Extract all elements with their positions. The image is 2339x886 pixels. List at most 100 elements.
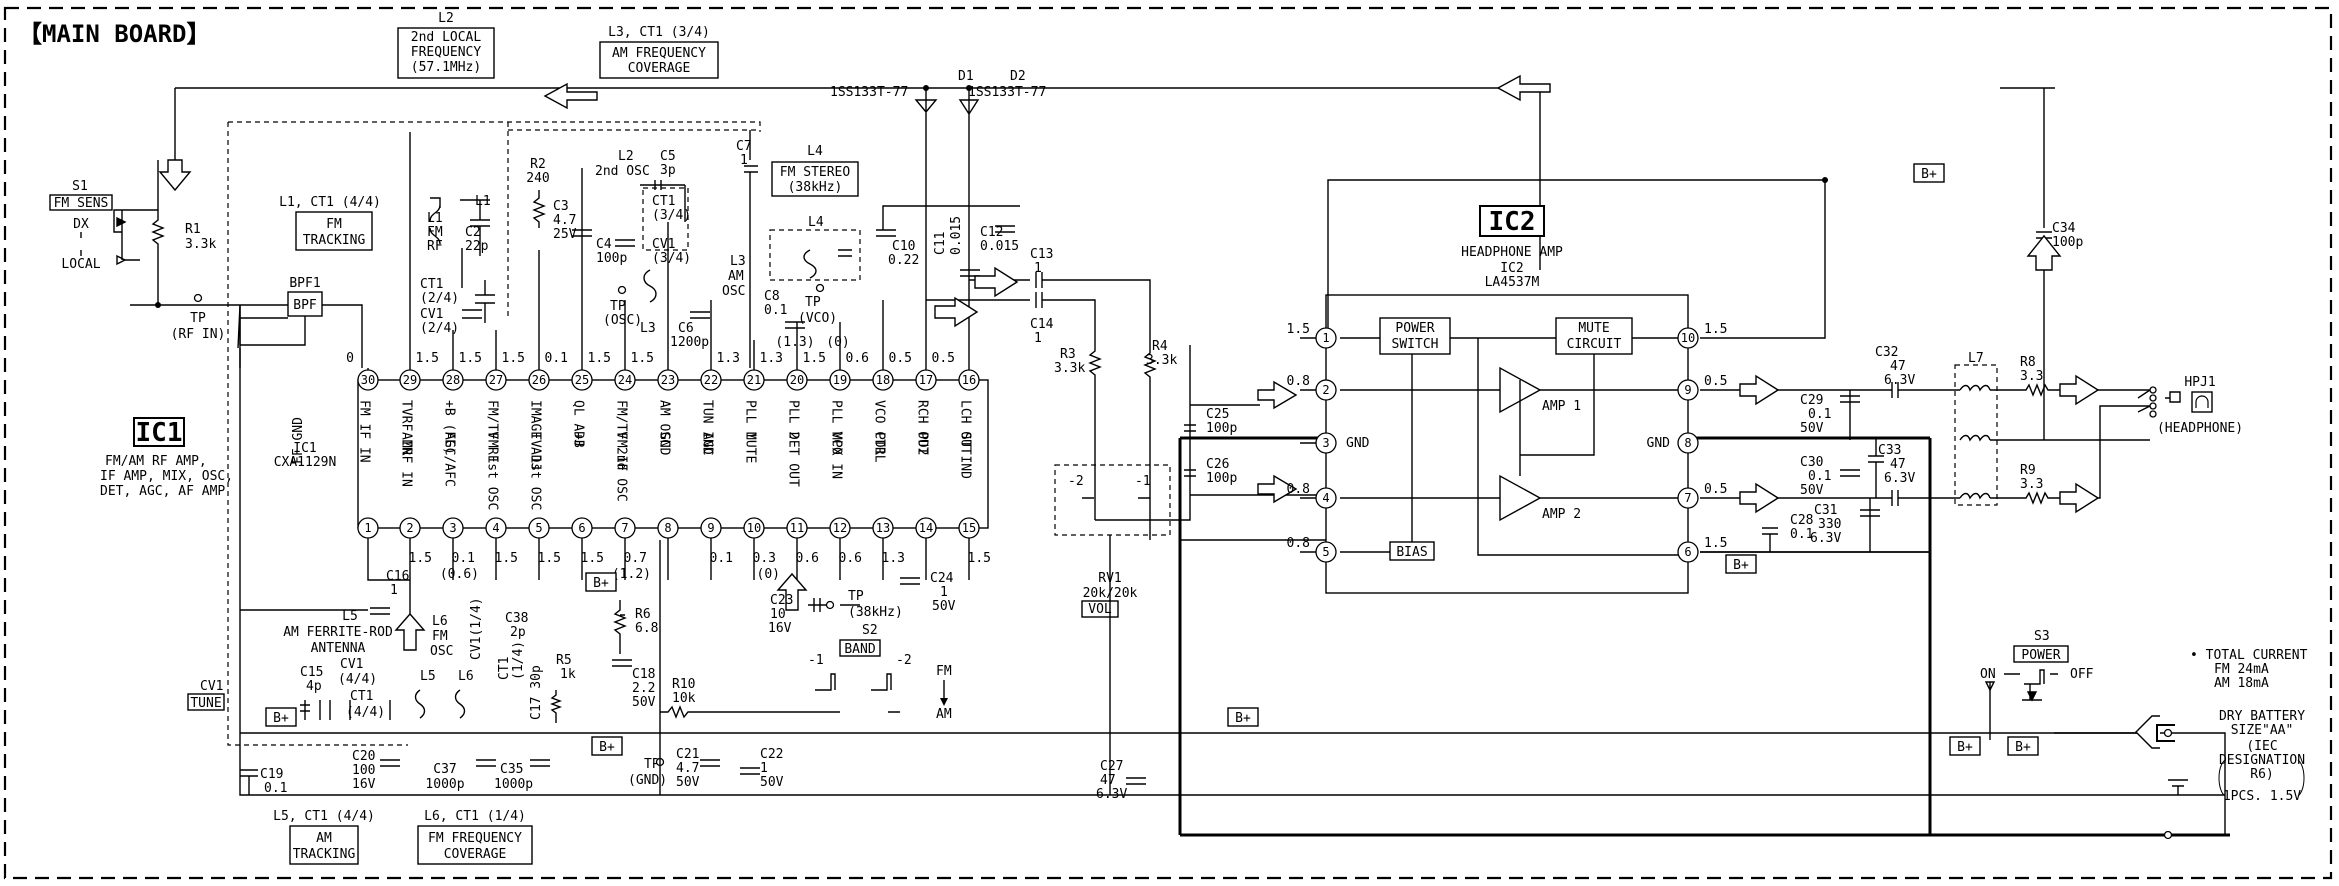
ic2-pin-voltage: GND [1647, 436, 1671, 451]
svg-text:50V: 50V [1800, 483, 1824, 498]
svg-text:OFF: OFF [2070, 667, 2094, 682]
ic1-pin-voltage: 0.6 [839, 551, 862, 566]
bplus-marker [2007, 736, 2039, 756]
svg-text:TP: TP [805, 295, 821, 310]
svg-text:C24: C24 [930, 571, 954, 586]
bplus-label: B+ [599, 740, 615, 755]
svg-text:0.1: 0.1 [764, 303, 787, 318]
svg-text:6.8: 6.8 [635, 621, 658, 636]
svg-text:1: 1 [760, 761, 768, 776]
l5-label-box: L5, CT1 (4/4) AM TRACKING [273, 809, 375, 865]
ic1-pin-17 [915, 369, 937, 391]
svg-text:AMP 2: AMP 2 [1542, 507, 1581, 522]
svg-text:C19: C19 [260, 767, 283, 782]
ic1-pin-name: MPX IN [829, 432, 844, 479]
ic2-pin-voltage: 1.5 [1704, 536, 1727, 551]
svg-text:C7: C7 [736, 139, 752, 154]
ic1-pin-voltage: 0 [346, 351, 354, 366]
svg-text:L6: L6 [458, 669, 474, 684]
svg-text:3.3k: 3.3k [1146, 353, 1177, 368]
svg-text:L7: L7 [1968, 351, 1984, 366]
ic1-top-components: L1 FM RF L1 C2 22p CT1 (2/4) CV1 (2/4) R… [409, 69, 1046, 368]
svg-text:1200p: 1200p [670, 335, 709, 350]
svg-text:22p: 22p [465, 239, 489, 254]
svg-text:(OSC): (OSC) [603, 313, 642, 328]
ic1-pin-number: 22 [704, 373, 718, 387]
svg-text:COVERAGE: COVERAGE [628, 61, 691, 76]
ic1-pin-voltage: 1.3 [882, 551, 905, 566]
ic1-pin-name: AMRF IN [399, 432, 414, 487]
svg-text:L5: L5 [420, 669, 436, 684]
svg-text:POWER: POWER [1395, 321, 1434, 336]
ic1-pin-29 [399, 369, 421, 391]
ic2-pin-number: 3 [1322, 436, 1329, 450]
r1-resistor: R1 3.3k TP (RF IN) [130, 200, 290, 342]
ic1-pin-number: 11 [790, 521, 804, 535]
l1-label-box: L1, CT1 (4/4) FM TRACKING [279, 195, 381, 251]
svg-text:4p: 4p [306, 679, 322, 694]
ic1-pin-voltage: 0.1 [710, 551, 733, 566]
ic1-pin-12 [829, 517, 851, 539]
svg-text:AM FREQUENCY: AM FREQUENCY [612, 46, 706, 61]
bplus-marker [1949, 736, 1981, 756]
ic2-chip: IC2 HEADPHONE AMP IC2 LA4537M POWER SWIT… [1325, 177, 1828, 594]
svg-text:IC2: IC2 [1489, 207, 1536, 237]
svg-text:TP: TP [610, 299, 626, 314]
ic1-pin-name: AGC [700, 432, 715, 455]
svg-text:100p: 100p [1206, 471, 1237, 486]
ic1-pin-name: FM IF IN [357, 400, 372, 463]
ic1-pin-voltage: 1.5 [538, 551, 561, 566]
svg-text:HPJ1: HPJ1 [2184, 375, 2215, 390]
ic1-pin-name: +B [571, 432, 586, 448]
ic2-pin-6 [1677, 541, 1699, 563]
ic1-pin-name: QL ADJ [571, 400, 586, 447]
ic2-pin-4 [1315, 487, 1337, 509]
svg-text:S2: S2 [862, 623, 878, 638]
ic1-pin-number: 1 [364, 521, 371, 535]
ic1-pin-voltage: 0.7 [624, 551, 647, 566]
ic1-pin-name: TUN IND [700, 400, 715, 455]
ic1-pin-name: AGC/AFC [442, 432, 457, 487]
svg-text:25V: 25V [553, 227, 577, 242]
svg-text:AM: AM [316, 831, 332, 846]
bpf1-filter: BPF1 BPF [237, 276, 363, 368]
svg-text:CV1: CV1 [200, 679, 223, 694]
svg-text:TRACKING: TRACKING [293, 847, 356, 862]
svg-text:C8: C8 [764, 289, 780, 304]
svg-text:L3: L3 [640, 321, 656, 336]
ic2-pin-2 [1315, 379, 1337, 401]
ic2-pin-number: 10 [1681, 331, 1695, 345]
ic1-pin-number: 23 [661, 373, 675, 387]
svg-text:C31: C31 [1814, 503, 1837, 518]
svg-text:6.3V: 6.3V [1096, 787, 1127, 802]
ic1-pin-alt-voltage: (0) [757, 567, 780, 582]
ic1-pin-name: FM/TV 2nd OSC [614, 400, 629, 502]
ic1-pin-23 [657, 369, 679, 391]
svg-text:L3: L3 [730, 254, 746, 269]
svg-text:HEADPHONE AMP: HEADPHONE AMP [1461, 245, 1563, 260]
svg-text:50V: 50V [1800, 421, 1824, 436]
bplus-label: B+ [593, 576, 609, 591]
ic1-pin-alt-voltage: (1.2) [612, 567, 651, 582]
svg-text:D1: D1 [958, 69, 974, 84]
svg-text:1: 1 [740, 153, 748, 168]
ic1-pin-16 [958, 369, 980, 391]
ic2-pin-1 [1315, 327, 1337, 349]
ic1-pin-voltage: 1.5 [409, 551, 432, 566]
ic1-pin-name: RCH OUT [915, 400, 930, 455]
svg-text:C11: C11 [933, 232, 948, 255]
svg-text:SIZE"AA": SIZE"AA" [2231, 723, 2294, 738]
bplus-label: B+ [1733, 558, 1749, 573]
svg-text:L5: L5 [342, 609, 358, 624]
svg-text:ON: ON [1980, 667, 1996, 682]
ic1-pin-1 [357, 517, 379, 539]
ic1-pin-voltage: 1.3 [760, 351, 783, 366]
svg-text:330: 330 [1818, 517, 1841, 532]
ic1-pin-name: FM/TV RF [485, 400, 500, 463]
svg-text:FM 24mA: FM 24mA [2214, 662, 2269, 677]
bplus-marker [585, 572, 617, 592]
svg-text:IC2: IC2 [1500, 261, 1523, 276]
svg-text:16V: 16V [768, 621, 792, 636]
ic1-pin-name: TVRF IN [399, 400, 414, 455]
ic1-pin-name: FM 1st OSC [485, 432, 500, 510]
